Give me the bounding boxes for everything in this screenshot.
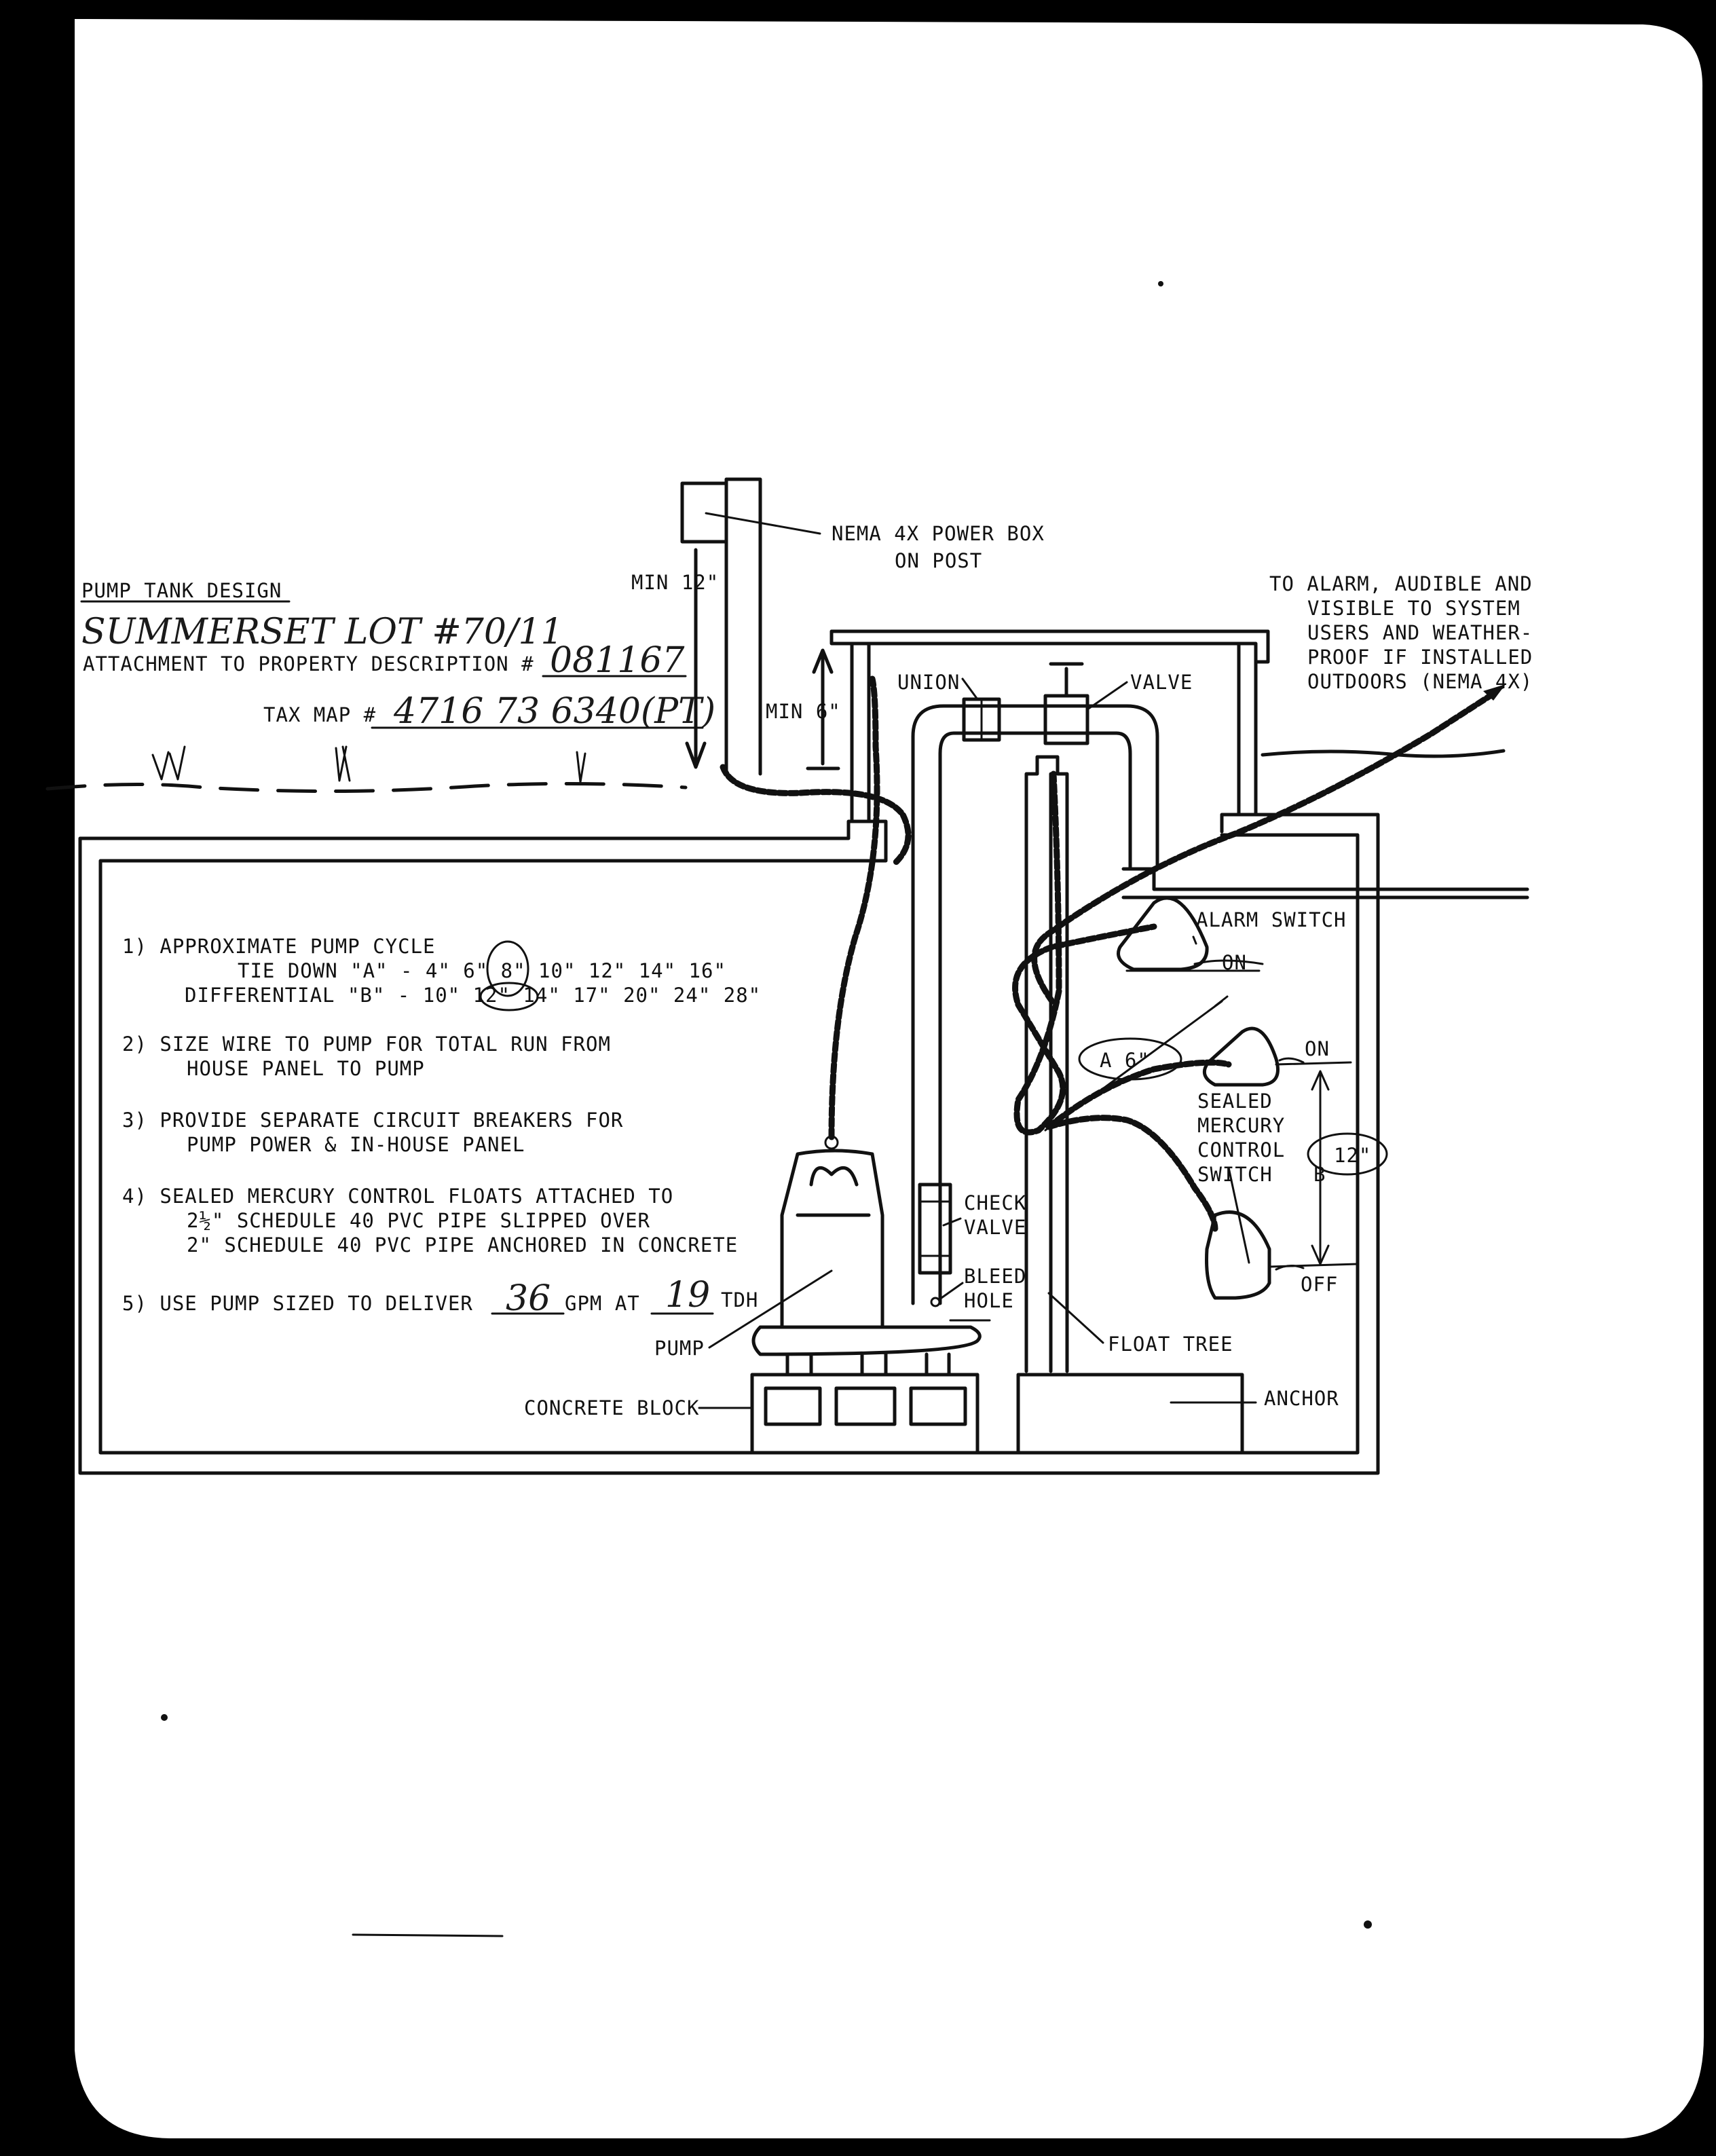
note-4-line-3: 2" SCHEDULE 40 PVC PIPE ANCHORED IN CONC… <box>187 1233 738 1257</box>
control-float-lower <box>1205 1210 1271 1300</box>
bleed-hole-label-2: HOLE <box>964 1289 1014 1312</box>
valve-label: VALVE <box>1130 671 1193 694</box>
a-value-circle <box>1078 1037 1182 1081</box>
power-box-label-2: ON POST <box>895 549 982 572</box>
control-float-upper <box>1202 1026 1280 1087</box>
note-1-differential: DIFFERENTIAL "B" - 10" 12" 14" 17" 20" 2… <box>185 984 761 1007</box>
alarm-text-3: USERS AND WEATHER- <box>1307 621 1533 644</box>
min-12-label: MIN 12" <box>631 571 719 594</box>
bleed-hole-label-1: BLEED <box>964 1265 1026 1288</box>
cable-arrow <box>1483 684 1506 701</box>
anchor-block <box>1016 1373 1244 1455</box>
grass-tufts <box>151 745 586 783</box>
lot-handwriting: SUMMERSET LOT #70/11 <box>81 612 563 652</box>
tax-map-number: 4716 73 6340(PT) <box>393 691 715 732</box>
b-value-label: 12" <box>1334 1144 1371 1167</box>
b-value-circle <box>1307 1132 1388 1176</box>
valve-handle <box>1049 662 1084 698</box>
tank-inner-wall <box>98 833 1360 1455</box>
outlet-pipe <box>1121 867 1529 899</box>
alarm-switch-label: ALARM SWITCH <box>1196 908 1347 931</box>
alarm-text-2: VISIBLE TO SYSTEM <box>1307 597 1521 620</box>
note-4-line-2: 2½" SCHEDULE 40 PVC PIPE SLIPPED OVER <box>187 1209 650 1232</box>
pump-power-cable <box>828 675 880 1140</box>
power-box <box>680 481 728 544</box>
on-water-level <box>1275 1057 1352 1066</box>
min-6-label: MIN 6" <box>766 700 841 723</box>
note-5-gpm-value: 36 <box>506 1278 551 1319</box>
alarm-switch-float <box>1117 896 1209 971</box>
concrete-block <box>750 1373 980 1455</box>
sealed-label-1: SEALED <box>1197 1090 1273 1113</box>
pump-label: PUMP <box>654 1337 705 1360</box>
note-4-line-1: 4) SEALED MERCURY CONTROL FLOATS ATTACHE… <box>122 1185 673 1208</box>
anchor-label: ANCHOR <box>1264 1387 1339 1410</box>
sealed-label-2: MERCURY <box>1197 1114 1285 1137</box>
scan-speck <box>1158 281 1163 286</box>
note-1-tie-down: TIE DOWN "A" - 4" 6" 8" 10" 12" 14" 16" <box>238 959 726 982</box>
tax-map-label: TAX MAP # <box>263 703 376 726</box>
check-valve-label-1: CHECK <box>964 1191 1026 1214</box>
alarm-text-5: OUTDOORS (NEMA 4X) <box>1307 670 1533 693</box>
float-tree-label: FLOAT TREE <box>1108 1333 1233 1356</box>
union-label: UNION <box>897 671 960 694</box>
drawing-title: PUMP TANK DESIGN <box>81 579 282 602</box>
note-3-line-1: 3) PROVIDE SEPARATE CIRCUIT BREAKERS FOR <box>122 1109 623 1132</box>
min-12-dimension <box>685 548 707 769</box>
off-label: OFF <box>1301 1273 1338 1296</box>
scan-mark <box>352 1933 504 1937</box>
on-upper-label: ON <box>1222 951 1247 974</box>
alarm-text-1: TO ALARM, AUDIBLE AND <box>1269 572 1533 595</box>
alarm-text-4: PROOF IF INSTALLED <box>1307 646 1533 669</box>
b-dimension-line <box>1311 1070 1330 1265</box>
scan-speck <box>1364 1920 1372 1929</box>
note-2-line-1: 2) SIZE WIRE TO PUMP FOR TOTAL RUN FROM <box>122 1033 611 1056</box>
float-cable-tangle <box>1012 770 1157 1136</box>
tie-down-6-circle <box>486 940 529 997</box>
lower-float-cable <box>1045 1115 1218 1232</box>
ground-line <box>45 781 688 794</box>
concrete-block-label: CONCRETE BLOCK <box>524 1396 699 1419</box>
a-value-label: A 6" <box>1100 1049 1150 1072</box>
note-2-line-2: HOUSE PANEL TO PUMP <box>187 1057 425 1080</box>
note-5-tdh-label: TDH <box>721 1288 758 1312</box>
a-dimension-line <box>1044 995 1229 1132</box>
check-valve <box>918 1183 952 1275</box>
note-5-prefix: 5) USE PUMP SIZED TO DELIVER <box>122 1292 473 1315</box>
off-water-level <box>1268 1263 1359 1271</box>
power-box-label: NEMA 4X POWER BOX <box>832 522 1045 545</box>
check-valve-label-2: VALVE <box>964 1216 1026 1239</box>
alarm-cable <box>1031 690 1497 1005</box>
sealed-label-4: SWITCH <box>1197 1163 1273 1186</box>
scan-speck <box>161 1714 168 1721</box>
pump-base <box>751 1325 982 1377</box>
on-lower-label: ON <box>1305 1037 1330 1060</box>
differential-12-circle <box>479 982 539 1011</box>
note-1-title: 1) APPROXIMATE PUMP CYCLE <box>122 935 436 958</box>
float-tree <box>1024 755 1069 1373</box>
paper-sheet <box>75 19 1704 2138</box>
discharge-pipe <box>911 704 1159 1305</box>
note-3-line-2: PUMP POWER & IN-HOUSE PANEL <box>187 1133 525 1156</box>
tank-riser <box>829 629 1270 823</box>
bleed-hole <box>930 1297 941 1307</box>
note-5-gpm-label: GPM AT <box>565 1292 640 1315</box>
alarm-switch-level <box>1193 959 1264 965</box>
sealed-label-3: CONTROL <box>1197 1138 1285 1161</box>
post-to-box-cable <box>720 764 912 866</box>
attachment-label: ATTACHMENT TO PROPERTY DESCRIPTION # <box>83 652 534 675</box>
note-5-tdh-value: 19 <box>665 1275 710 1316</box>
b-letter-label: B <box>1313 1163 1326 1186</box>
min-6-dimension <box>806 648 840 770</box>
attachment-number: 081167 <box>550 640 685 681</box>
